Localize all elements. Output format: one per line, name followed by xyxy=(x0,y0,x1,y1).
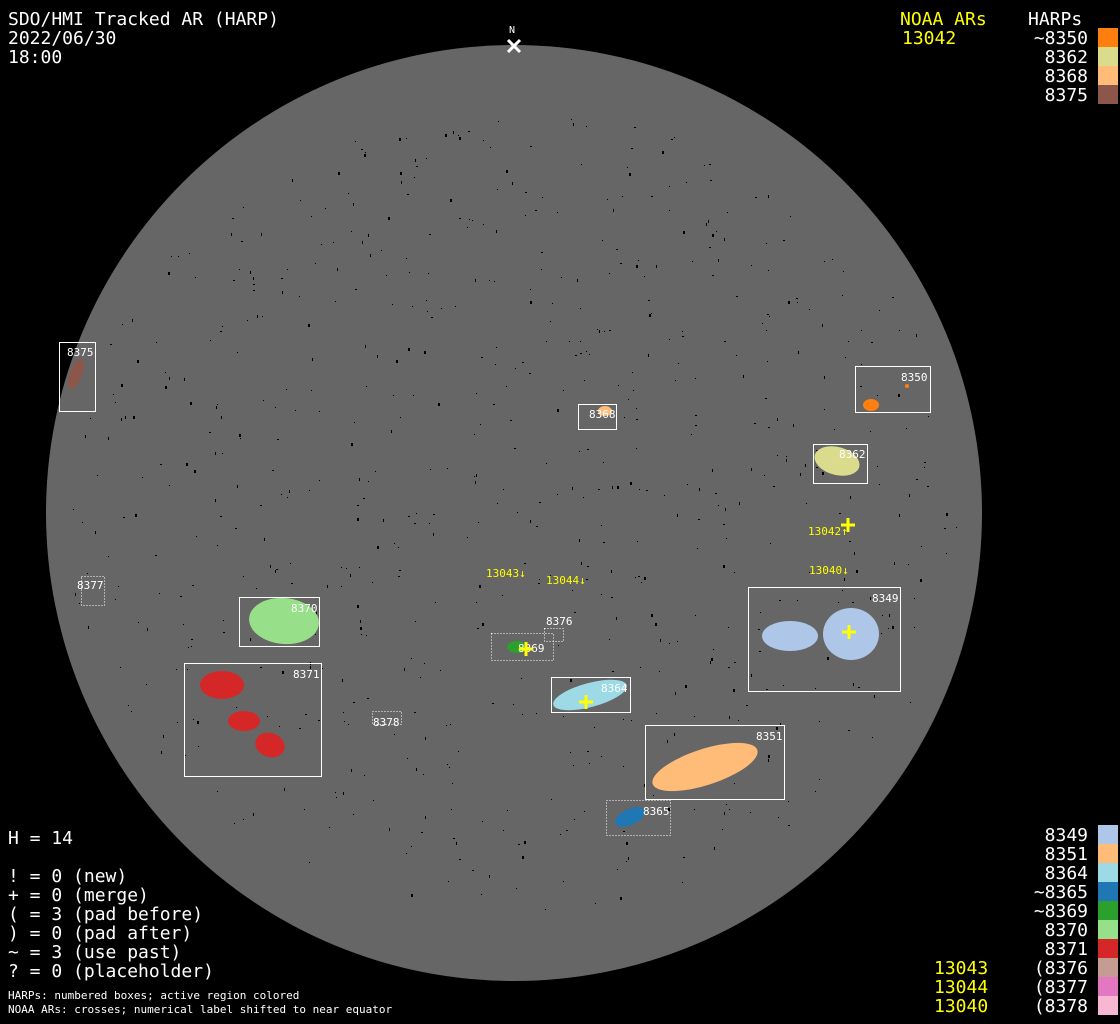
harp-legend-label: ~8350 xyxy=(1033,28,1088,49)
harp-color-swatch xyxy=(1098,939,1118,958)
harp-box-8362[interactable] xyxy=(813,444,868,484)
active-region-8370 xyxy=(249,597,319,645)
harp-box-8364[interactable] xyxy=(551,677,631,713)
harp-box-8371[interactable] xyxy=(184,663,322,777)
noaa-legend-item: 13043 xyxy=(934,958,989,979)
stat-line: ~ = 3 (use past) xyxy=(8,942,182,963)
footnote-noaa: NOAA ARs: crosses; numerical label shift… xyxy=(8,1003,393,1016)
title: SDO/HMI Tracked AR (HARP) xyxy=(8,9,279,30)
harp-legend-label: 8370 xyxy=(1044,920,1088,941)
harp-color-swatch xyxy=(1098,66,1118,85)
harp-label: 8376 xyxy=(546,615,573,628)
stat-line: ! = 0 (new) xyxy=(8,866,128,887)
harp-legend-label: 8368 xyxy=(1044,66,1088,87)
harp-legend-label: (8378 xyxy=(1033,996,1088,1017)
harp-box-8377[interactable] xyxy=(81,576,105,606)
noaa-heading: NOAA ARs xyxy=(900,9,987,30)
noaa-legend-item: 13042 xyxy=(902,28,957,49)
stat-line: ( = 3 (pad before) xyxy=(8,904,204,925)
active-region-8371 xyxy=(228,711,260,731)
harp-box-8368[interactable] xyxy=(578,404,617,430)
time: 18:00 xyxy=(8,47,63,68)
harp-count: H = 14 xyxy=(8,828,74,849)
harp-legend-label: 8371 xyxy=(1044,939,1088,960)
active-region-8365 xyxy=(615,807,645,827)
harp-color-swatch xyxy=(1098,882,1118,901)
harps-heading: HARPs xyxy=(1028,9,1083,30)
north-marker-icon xyxy=(506,38,522,54)
active-region-8350 xyxy=(863,399,879,411)
harp-color-swatch xyxy=(1098,844,1118,863)
harp-label: 8377 xyxy=(77,579,104,592)
noaa-legend-item: 13040 xyxy=(934,996,989,1017)
active-region-8371 xyxy=(255,732,285,758)
active-region-8362 xyxy=(814,446,860,476)
harp-color-swatch xyxy=(1098,996,1118,1015)
harp-label: 8362 xyxy=(839,448,866,461)
harp-legend-label: 8362 xyxy=(1044,47,1088,68)
harp-box-8370[interactable] xyxy=(239,597,320,647)
harp-color-swatch xyxy=(1098,977,1118,996)
active-region-8351 xyxy=(652,742,758,792)
harp-color-swatch xyxy=(1098,958,1118,977)
harp-legend-label: (8376 xyxy=(1033,958,1088,979)
harp-legend-label: 8364 xyxy=(1044,863,1088,884)
harp-label: 8378 xyxy=(373,716,400,729)
active-region-8371 xyxy=(200,671,244,699)
active-region-8375 xyxy=(68,358,84,390)
harp-color-swatch xyxy=(1098,920,1118,939)
harp-box-8349[interactable] xyxy=(748,587,901,692)
noaa-cross-icon xyxy=(519,642,533,656)
harp-label: 8349 xyxy=(872,592,899,605)
harp-color-swatch xyxy=(1098,85,1118,104)
harp-legend-label: 8349 xyxy=(1044,825,1088,846)
harp-legend-label: ~8365 xyxy=(1033,882,1088,903)
harp-legend-label: 8375 xyxy=(1044,85,1088,106)
active-region-8368 xyxy=(598,406,612,416)
harp-label: 8370 xyxy=(291,602,318,615)
harp-box-8350[interactable] xyxy=(855,366,931,413)
noaa-cross-icon xyxy=(579,695,593,709)
stat-line: + = 0 (merge) xyxy=(8,885,149,906)
harp-label: 8375 xyxy=(67,346,94,359)
harp-color-swatch xyxy=(1098,825,1118,844)
harp-box-8375[interactable] xyxy=(59,342,96,412)
active-region-8349 xyxy=(823,608,879,660)
footnote-harps: HARPs: numbered boxes; active region col… xyxy=(8,989,300,1002)
stat-line: ? = 0 (placeholder) xyxy=(8,961,214,982)
noaa-cross-icon xyxy=(842,625,856,639)
harp-box-8351[interactable] xyxy=(645,725,785,800)
harp-color-swatch xyxy=(1098,901,1118,920)
magnetic-specks xyxy=(73,119,957,910)
harp-label: 8351 xyxy=(756,730,783,743)
harp-box-8376[interactable] xyxy=(544,628,564,642)
harp-label: 8371 xyxy=(293,668,320,681)
noaa-label: 13040↓ xyxy=(809,564,849,577)
active-region-8364 xyxy=(553,679,627,711)
harp-legend-label: 8351 xyxy=(1044,844,1088,865)
harp-label: 8364 xyxy=(601,682,628,695)
harp-box-8365[interactable] xyxy=(606,800,671,836)
harp-label: 8368 xyxy=(589,408,616,421)
harp-box-8369[interactable] xyxy=(491,633,554,661)
date: 2022/06/30 xyxy=(8,28,117,49)
stat-line: ) = 0 (pad after) xyxy=(8,923,193,944)
solar-disk xyxy=(46,45,982,981)
harp-legend-label: (8377 xyxy=(1033,977,1088,998)
noaa-cross-icon xyxy=(841,518,855,532)
harp-color-swatch xyxy=(1098,47,1118,66)
harp-label: 8350 xyxy=(901,371,928,384)
harp-label: 8365 xyxy=(643,805,670,818)
noaa-label: 13044↓ xyxy=(546,574,586,587)
harp-color-swatch xyxy=(1098,863,1118,882)
noaa-label: 13043↓ xyxy=(486,567,526,580)
north-label: N xyxy=(509,25,516,36)
harp-legend-label: ~8369 xyxy=(1033,901,1088,922)
harp-color-swatch xyxy=(1098,28,1118,47)
active-region-8350 xyxy=(905,384,909,388)
active-region-8349 xyxy=(762,621,818,651)
noaa-label: 13042↑ xyxy=(808,525,848,538)
noaa-legend-item: 13044 xyxy=(934,977,989,998)
